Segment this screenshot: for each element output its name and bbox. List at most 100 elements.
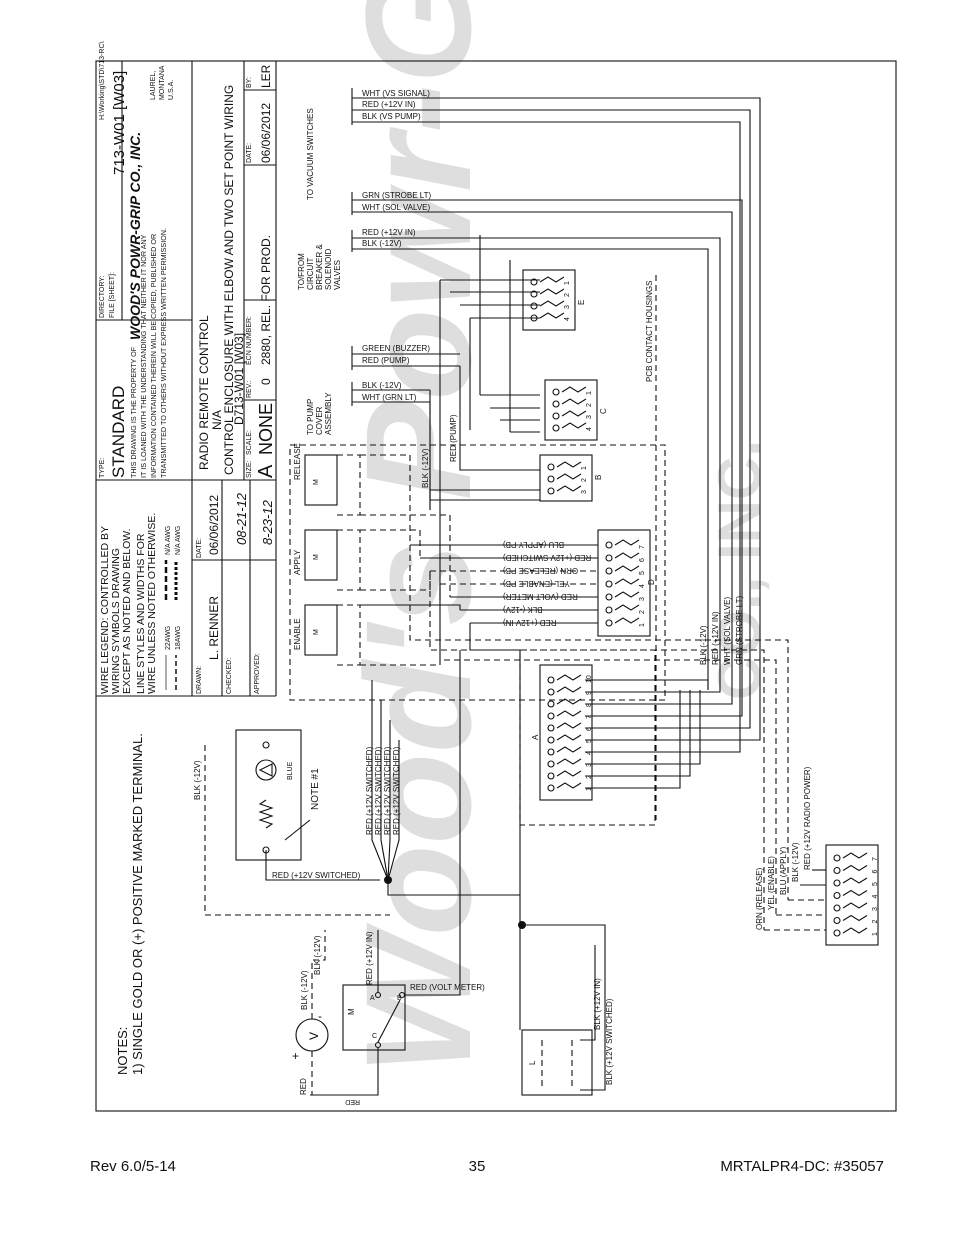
wire-cb-in: RED (+12V IN) — [362, 228, 416, 237]
wire-red-radio: RED (+12V RADIO POWER) — [803, 766, 812, 870]
a-pin-6 — [547, 724, 555, 732]
location-line-1: LAUREL, — [150, 71, 157, 100]
a-pin-5 — [547, 736, 555, 744]
button-enable-m: M — [313, 629, 320, 635]
file-label: FILE [SHEET]: — [109, 272, 116, 318]
r-pin-1 — [833, 929, 841, 937]
r-pin-label-1: 1 — [872, 932, 879, 936]
r-pin-4 — [833, 891, 841, 900]
r-pin-contact-6 — [842, 864, 868, 872]
cb-blk-in: BLK (+12V IN) — [593, 978, 602, 1030]
e-pin-1: 1 — [564, 281, 571, 285]
c-pin-4: 4 — [586, 427, 593, 431]
wire-buzzer: GREEN (BUZZER) — [362, 344, 430, 353]
a-pin-7 — [547, 712, 555, 720]
volt-meter: V + - BLK (-12V) BLK (-12V) RED — [292, 930, 329, 1095]
a-pin-label-5: 5 — [586, 739, 593, 743]
wire-blu-apply: BLU (APPLY) — [779, 846, 788, 895]
a-pin-contact-6 — [556, 722, 582, 729]
r-pin-label-2: 2 — [872, 920, 879, 924]
a-pin-contact-8 — [556, 698, 582, 705]
size-value: A — [255, 464, 277, 478]
connector-e-pins — [530, 276, 565, 322]
a-pin-4 — [547, 748, 555, 756]
wire-b-neg: BLK (-12V) — [421, 448, 430, 488]
button-release-m: M — [313, 479, 320, 485]
location-line-2: MONTANA — [159, 65, 166, 100]
property-line-2: IT IS LOANED WITH THE UNDERSTANDING THAT… — [139, 234, 148, 478]
description-line-4: D713-W01 [W03] — [232, 333, 246, 425]
label-circuit-4: SOLENOID — [324, 248, 333, 290]
description-line-1: RADIO REMOTE CONTROL — [197, 315, 211, 470]
r-pin-contact-4 — [842, 889, 868, 897]
volt-meter-wire: RED (VOLT METER) — [410, 983, 485, 992]
wire-pc-neg: BLK (-12V) — [362, 381, 402, 390]
vm-red-wire: RED — [299, 1078, 308, 1095]
lamp-color: BLUE — [287, 761, 294, 780]
a-pin-label-3: 3 — [586, 763, 593, 767]
r-pin-label-6: 6 — [872, 870, 879, 874]
wire-strobe: GRN (STROBE LT) — [362, 191, 432, 200]
button-enable-label: ENABLE — [293, 618, 302, 650]
checked-label: CHECKED: — [226, 658, 233, 694]
a-pin-8 — [547, 700, 555, 708]
e-pin-4: 4 — [564, 317, 571, 321]
wire-cb-neg: BLK (-12V) — [362, 239, 402, 248]
ecn-value: 2880, REL. FOR PROD. — [259, 235, 273, 365]
r-pin-label-3: 3 — [872, 907, 879, 911]
a-pin-3 — [547, 760, 555, 768]
note-1: 1) SINGLE GOLD OR (+) POSITIVE MARKED TE… — [130, 733, 145, 1075]
wire-b-pump: RED (PUMP) — [449, 414, 458, 462]
wires-top: WHT (VS SIGNAL) RED (+12V IN) BLK (VS PU… — [351, 88, 761, 690]
drawn-value: L. RENNER — [207, 596, 221, 660]
a-pin-contact-5 — [556, 734, 582, 741]
wire-sw1: RED (+12V SWITCHED) — [365, 746, 374, 835]
relay-switch: M A B C RED (+12V IN) RED (VOLT METER) R… — [310, 650, 485, 1105]
company-name: WOOD'S POWR-GRIP CO., INC. — [127, 132, 143, 340]
label-pump-3: ASSEMBLY — [324, 392, 333, 435]
drawing-border — [95, 60, 897, 1112]
connector-c-label: C — [599, 408, 608, 414]
a-pin-10 — [547, 676, 555, 684]
group-labels: TO VACUUM SWITCHES TO/FROM CIRCUIT BREAK… — [297, 108, 657, 820]
legend-line-3: EXCEPT AS NOTED AND BELOW. — [121, 528, 133, 694]
watermark: Wood's Powr-Grip CO., INC. — [334, 0, 773, 1075]
footer-document-number: MRTALPR4-DC: #35057 — [720, 1158, 884, 1175]
label-pump-2: COVER — [315, 406, 324, 435]
a-pin-2 — [547, 772, 555, 780]
wire-v4: GRN (STROBE LT) — [735, 595, 744, 665]
relay-b: B — [397, 995, 402, 1002]
vm-symbol: V — [307, 1032, 321, 1040]
r-pin-label-5: 5 — [872, 882, 879, 886]
vm-red-bottom: RED — [345, 1098, 360, 1105]
footer-revision: Rev 6.0/5-14 — [90, 1158, 176, 1175]
button-release-label: RELEASE — [293, 443, 302, 480]
wires-vertical: BLK (-12V) RED (+12V IN) WHT (SOL VALVE)… — [585, 595, 761, 789]
type-label: TYPE: — [99, 458, 106, 478]
by-label: BY: — [246, 77, 253, 88]
by-value: LER — [259, 64, 273, 88]
type-value: STANDARD — [109, 386, 128, 478]
drawn-date-label: DATE: — [196, 538, 203, 558]
lamp-assembly: BLK (-12V) BLUE NOTE #1 RED (+12V SWITCH… — [193, 729, 390, 916]
r-pin-6 — [833, 866, 841, 875]
r-pin-3 — [833, 904, 841, 912]
a-pin-contact-4 — [556, 746, 582, 753]
c-pin-3: 3 — [586, 415, 593, 419]
cb-blk-sw: BLK (+12V SWITCHED) — [605, 998, 614, 1085]
legend-na-awg-2: N/A AWG — [175, 526, 182, 555]
wire-sw3: RED (+12V SWITCHED) — [383, 746, 392, 835]
relay-c: C — [372, 1033, 377, 1040]
wire-blk-neg: BLK (-12V) — [791, 842, 800, 882]
a-pin-contact-7 — [556, 710, 582, 717]
wire-v3: WHT (SOL VALVE) — [723, 597, 732, 665]
r-pin-label-4: 4 — [872, 895, 879, 899]
connector-e-label: E — [577, 300, 586, 305]
rev-label: REV.: — [246, 380, 253, 398]
wire-vs-signal: WHT (VS SIGNAL) — [362, 89, 430, 98]
r-pin-contact-3 — [842, 902, 868, 909]
a-pin-label-8: 8 — [586, 703, 593, 707]
